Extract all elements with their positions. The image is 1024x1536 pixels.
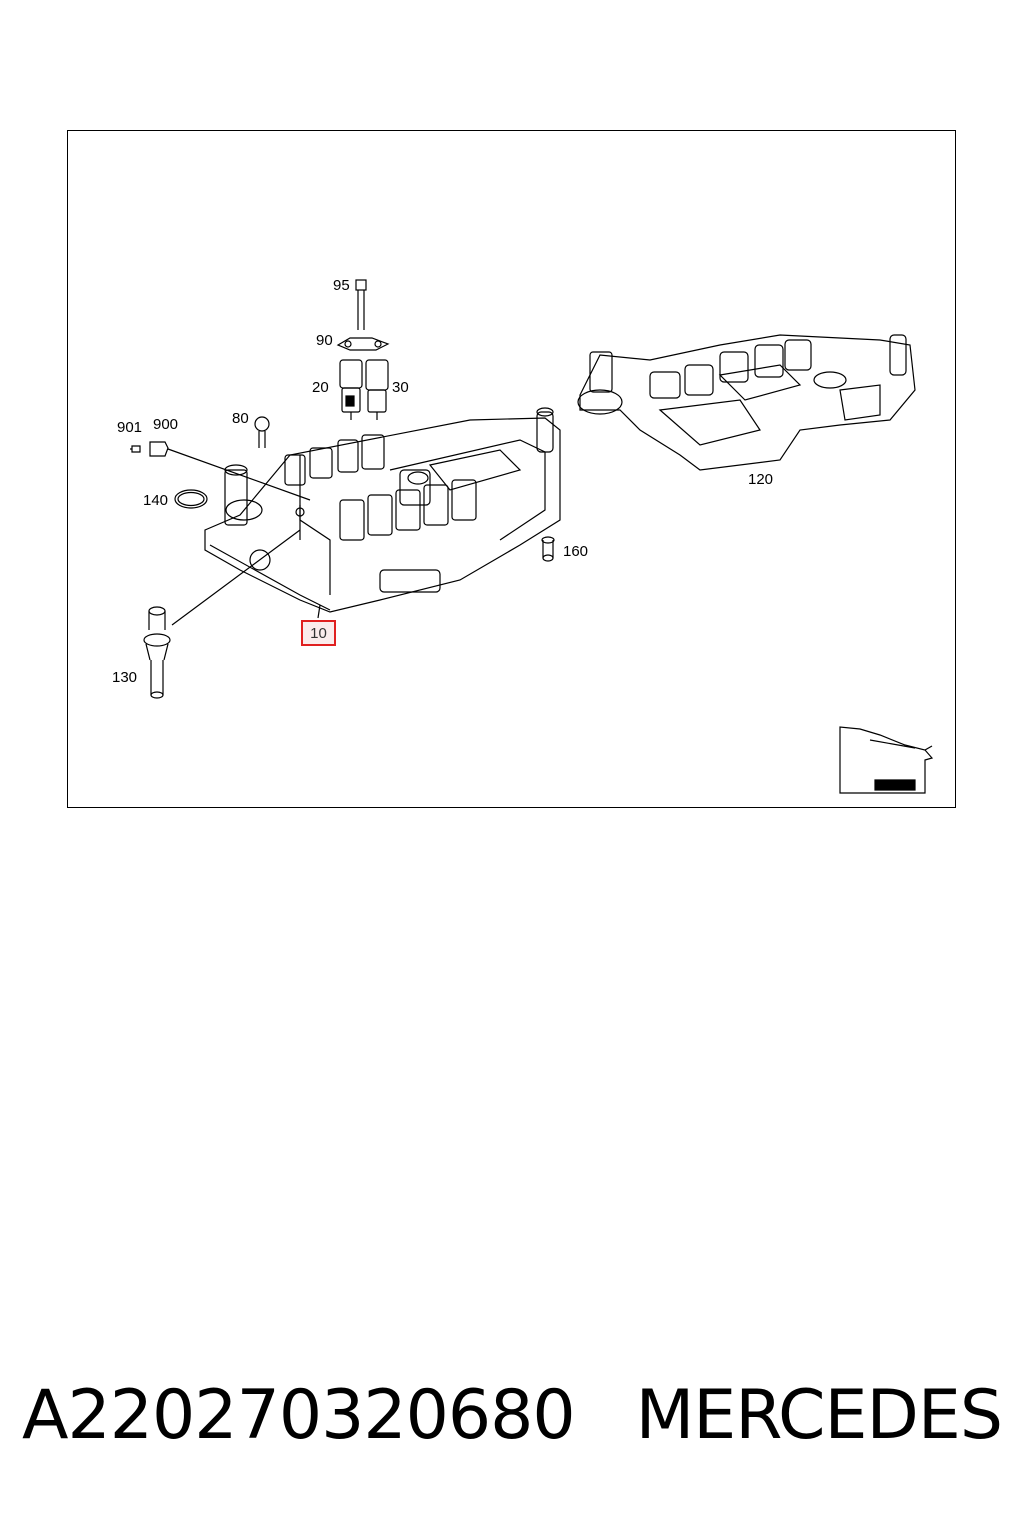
callout-120: 120 xyxy=(748,471,774,488)
footer-caption: A220270320680 MERCEDES xyxy=(0,1376,1024,1455)
tube-130-drawing xyxy=(143,529,301,699)
bolt-80-drawing xyxy=(254,416,270,448)
callout-95: 95 xyxy=(333,277,350,294)
solenoid-30-drawing xyxy=(365,359,389,420)
plug-900-drawing xyxy=(149,441,311,501)
valve-body-10-drawing xyxy=(204,407,561,619)
callout-130: 130 xyxy=(112,669,138,686)
callout-901: 901 xyxy=(117,419,143,436)
brand-name: MERCEDES xyxy=(635,1376,1003,1455)
callout-160: 160 xyxy=(563,543,589,560)
callout-80: 80 xyxy=(232,410,249,427)
solenoid-20-drawing xyxy=(339,359,363,420)
callout-90: 90 xyxy=(316,332,333,349)
callout-10-label: 10 xyxy=(310,624,327,642)
bolt-160-drawing xyxy=(541,536,555,562)
callout-20: 20 xyxy=(312,379,329,396)
bracket-90-drawing xyxy=(336,337,390,351)
plug-901-drawing xyxy=(130,445,141,453)
control-unit-120-drawing xyxy=(577,334,916,471)
o-ring-140-drawing xyxy=(174,489,208,509)
callout-900: 900 xyxy=(153,416,179,433)
part-number: A220270320680 xyxy=(22,1376,576,1455)
callout-30: 30 xyxy=(392,379,409,396)
diagram-frame xyxy=(67,130,956,808)
transmission-thumbnail-drawing xyxy=(839,726,934,794)
callout-10-highlighted[interactable]: 10 xyxy=(301,620,336,646)
bolt-95-drawing xyxy=(355,279,367,330)
callout-140: 140 xyxy=(143,492,169,509)
